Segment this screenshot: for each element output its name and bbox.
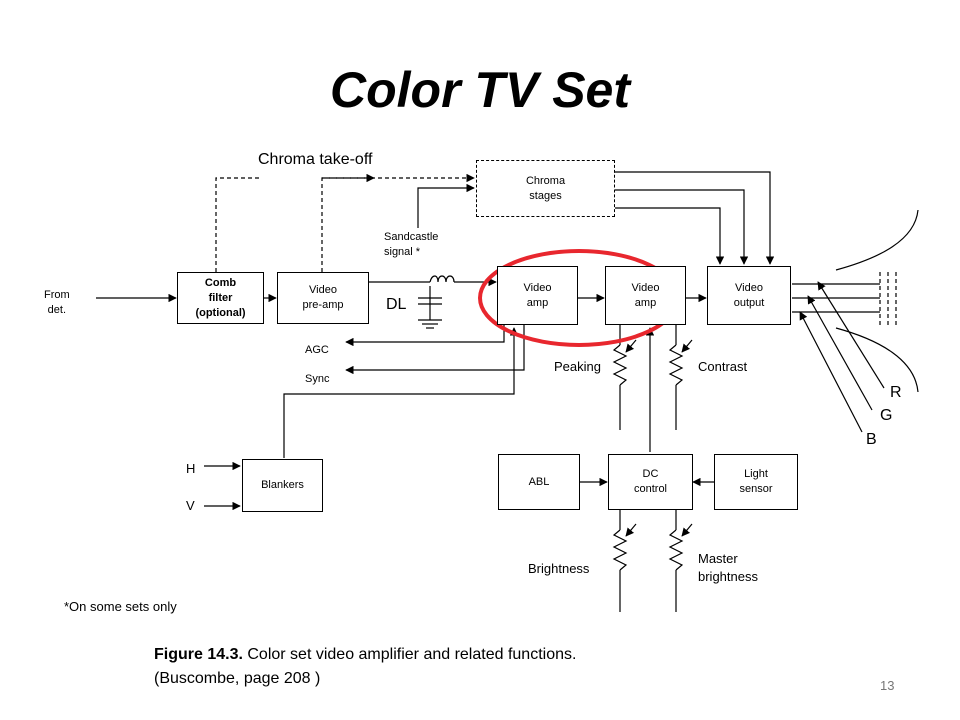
g-label: G (880, 407, 893, 424)
dc-control-block: DC control (608, 454, 693, 510)
r-label: R (890, 384, 902, 401)
slide-title: Color TV Set (329, 62, 631, 118)
figure-source: (Buscombe, page 208 ) (154, 670, 321, 687)
b-label: B (866, 431, 877, 448)
video-amp-1-block: Video amp (497, 266, 578, 325)
agc-label: AGC (305, 344, 329, 356)
peaking-label: Peaking (554, 359, 601, 374)
footnote: *On some sets only (64, 599, 177, 614)
h-label: H (186, 461, 196, 476)
figure-label: Figure 14.3. (154, 646, 243, 663)
v-label: V (186, 498, 195, 513)
light-sensor-block: Light sensor (714, 454, 798, 510)
chroma-stages-block: Chroma stages (476, 160, 615, 217)
video-amp-2-block: Video amp (605, 266, 686, 325)
chroma-takeoff-label: Chroma take-off (258, 151, 373, 168)
dl-label: DL (386, 296, 407, 313)
sync-label: Sync (305, 373, 330, 385)
master-brightness-label: Master brightness (698, 551, 758, 584)
contrast-label: Contrast (698, 359, 748, 374)
sandcastle-label: Sandcastle signal * (384, 231, 439, 258)
page-number: 13 (880, 678, 895, 693)
blankers-block: Blankers (242, 459, 323, 512)
figure-caption: Figure 14.3. Color set video amplifier a… (154, 643, 576, 691)
comb-filter-block: Comb filter (optional) (177, 272, 264, 324)
from-det-label: From det. (44, 289, 70, 316)
video-preamp-block: Video pre-amp (277, 272, 369, 324)
brightness-label: Brightness (528, 561, 590, 576)
figure-text: Color set video amplifier and related fu… (242, 646, 577, 663)
abl-block: ABL (498, 454, 580, 510)
video-output-block: Video output (707, 266, 791, 325)
